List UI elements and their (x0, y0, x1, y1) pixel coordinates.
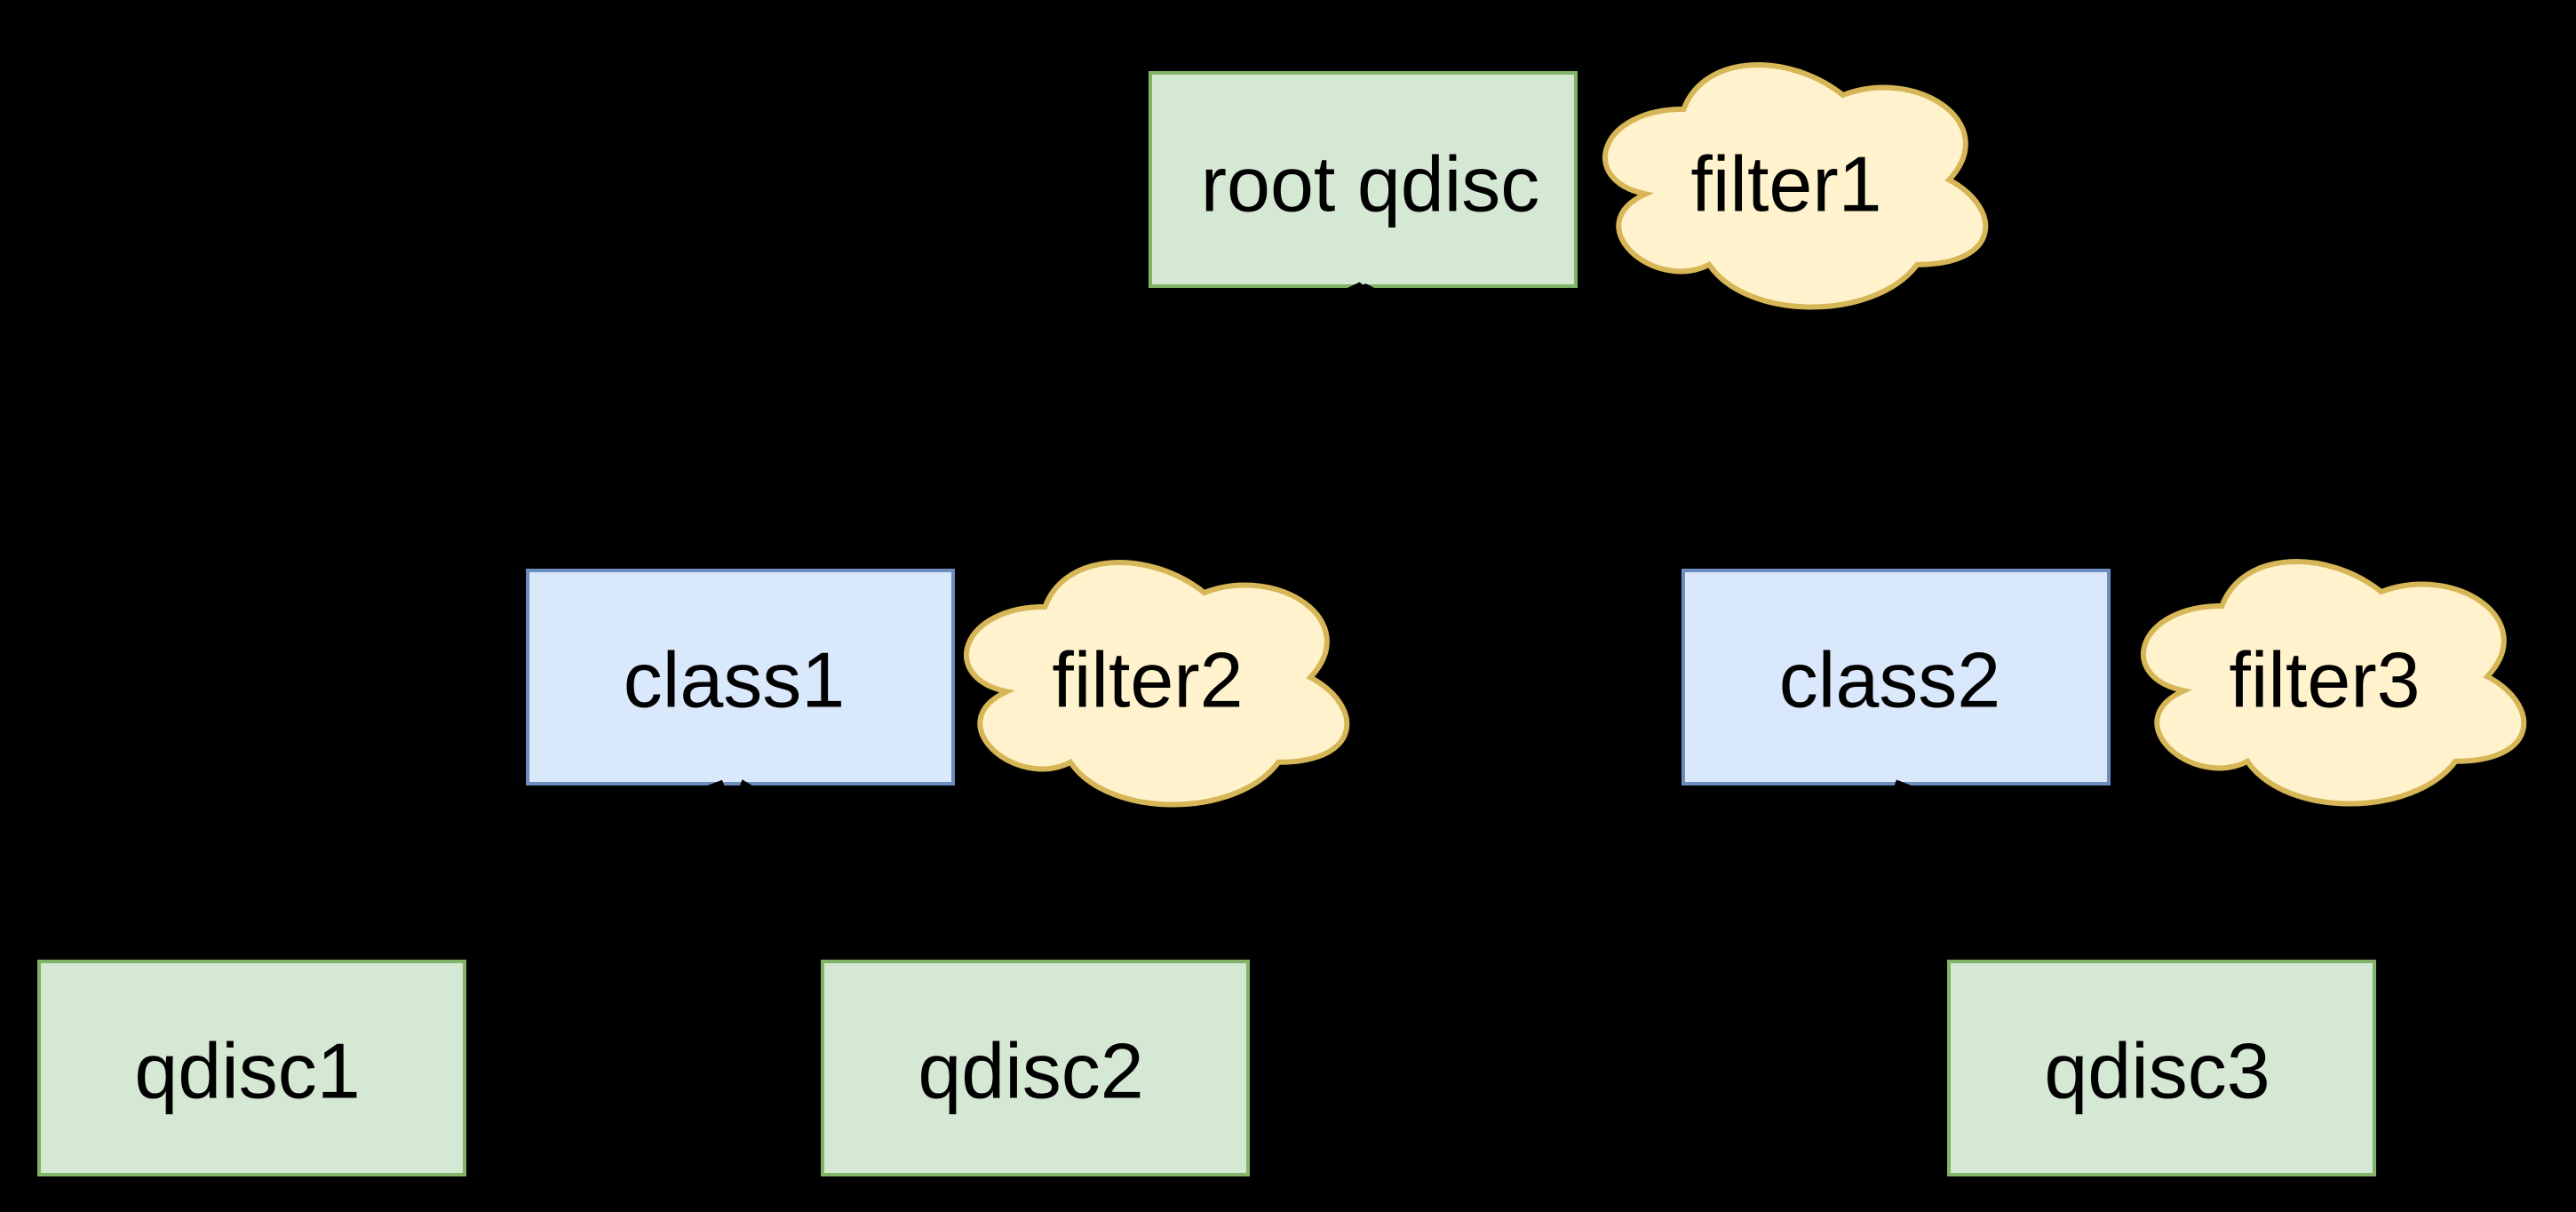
svg-text:filter2: filter2 (1052, 636, 1243, 724)
svg-text:filter3: filter3 (2229, 636, 2420, 724)
svg-text:qdisc1: qdisc1 (134, 1027, 360, 1115)
svg-text:qdisc2: qdisc2 (918, 1027, 1143, 1115)
svg-text:qdisc3: qdisc3 (2044, 1027, 2270, 1115)
svg-text:root qdisc: root qdisc (1201, 140, 1540, 228)
svg-text:filter1: filter1 (1690, 140, 1881, 228)
svg-text:class1: class1 (624, 636, 845, 724)
svg-text:class2: class2 (1779, 636, 2000, 724)
